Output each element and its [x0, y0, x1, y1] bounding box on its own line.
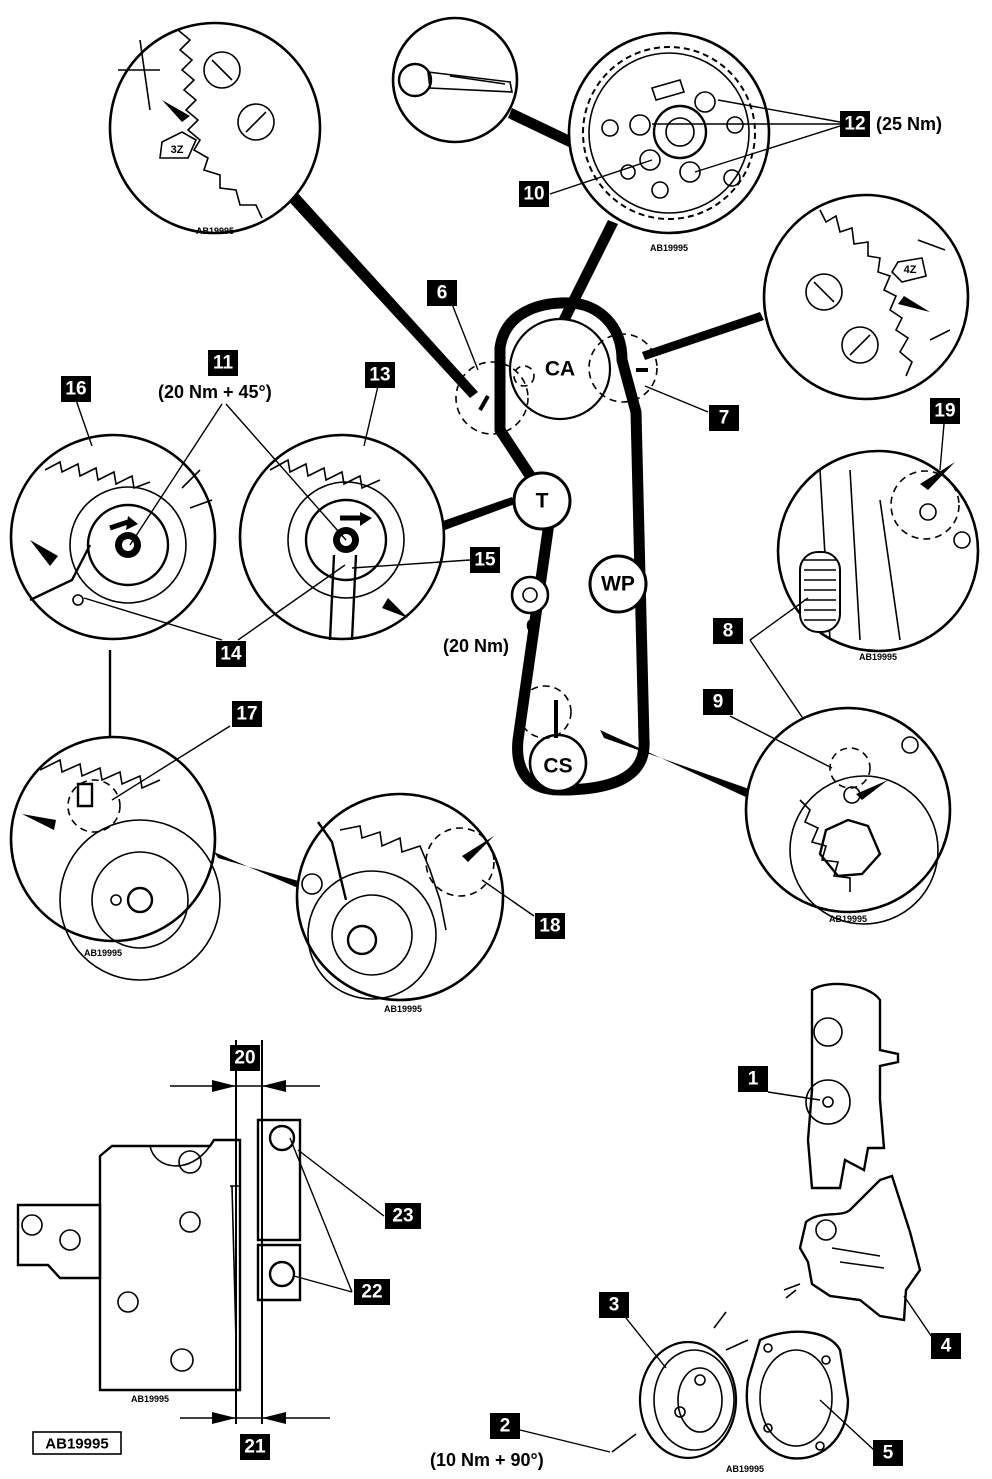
- detail-tensioner-16: [9, 433, 217, 641]
- callout-10: 10: [519, 159, 653, 207]
- svg-text:CA: CA: [545, 358, 575, 381]
- svg-text:1: 1: [748, 1069, 759, 1090]
- svg-text:14: 14: [220, 644, 242, 665]
- detail-crankshaft: [744, 706, 952, 925]
- svg-text:15: 15: [474, 550, 496, 571]
- guide-label: G: [526, 616, 540, 636]
- svg-text:4Z: 4Z: [904, 264, 917, 276]
- bracket-assembly: [16, 1040, 330, 1424]
- detail-4z: 4Z: [762, 193, 970, 401]
- callout-13: 13: [363, 362, 395, 447]
- detail-19: [776, 449, 980, 653]
- callout-18: 18: [481, 879, 565, 939]
- svg-text:6: 6: [437, 283, 448, 304]
- svg-text:AB19995: AB19995: [131, 1394, 169, 1404]
- svg-text:AB19995: AB19995: [84, 948, 122, 958]
- svg-text:AB19995: AB19995: [726, 1464, 764, 1474]
- svg-text:T: T: [536, 490, 549, 513]
- svg-text:21: 21: [244, 1437, 266, 1458]
- svg-text:WP: WP: [601, 573, 635, 596]
- svg-text:AB19995: AB19995: [196, 226, 234, 236]
- svg-text:23: 23: [392, 1206, 413, 1227]
- torque-item12: (25 Nm): [876, 114, 942, 134]
- callout-5: 5: [819, 1399, 903, 1466]
- svg-text:AB19995: AB19995: [829, 914, 867, 924]
- detail-17: [9, 735, 221, 981]
- svg-text:AB19995: AB19995: [859, 652, 897, 662]
- detail-locking-pin: [391, 16, 519, 144]
- svg-text:19: 19: [934, 401, 955, 422]
- svg-text:4: 4: [941, 1336, 952, 1357]
- callout-12: 12 (25 Nm): [652, 99, 942, 173]
- callout-3: 3: [599, 1292, 667, 1369]
- callout-15: 15: [351, 547, 500, 573]
- svg-text:22: 22: [361, 1282, 382, 1303]
- svg-text:18: 18: [539, 916, 560, 937]
- callout-7: 7: [644, 385, 739, 431]
- camshaft-pulley: CA: [455, 317, 658, 435]
- svg-text:AB19995: AB19995: [650, 243, 688, 253]
- callout-2: 2 (10 Nm + 90°): [430, 1413, 611, 1470]
- tensioner-pulley: T: [512, 471, 572, 531]
- svg-text:11: 11: [213, 353, 234, 374]
- callout-19: 19: [930, 398, 960, 471]
- torque-guide: (20 Nm): [443, 636, 509, 656]
- svg-text:9: 9: [713, 692, 724, 713]
- callout-22: 22: [289, 1137, 390, 1305]
- connector-tensioner-detail: [440, 497, 515, 530]
- callout-17: 17: [111, 701, 262, 801]
- connector-crank-detail: [600, 730, 752, 798]
- crankshaft-pulley-part: [611, 1311, 749, 1460]
- callout-14: 14: [83, 564, 346, 667]
- crankshaft-pulley: CS: [518, 685, 588, 793]
- callout-20: 20: [230, 1045, 260, 1071]
- tooth-mark-3z: 3Z: [159, 131, 198, 159]
- water-pump-pulley: WP: [588, 554, 648, 614]
- torque-item2: (10 Nm + 90°): [430, 1450, 544, 1470]
- connector-17-18: [214, 852, 302, 888]
- callout-1: 1: [738, 1066, 821, 1101]
- callout-9: 9: [703, 689, 833, 769]
- svg-text:12: 12: [844, 114, 865, 135]
- timing-cover-plate: [745, 1330, 850, 1460]
- torque-item11: (20 Nm + 45°): [158, 382, 272, 402]
- svg-text:5: 5: [883, 1443, 894, 1464]
- svg-text:3: 3: [609, 1295, 620, 1316]
- callout-21: 21: [240, 1434, 270, 1460]
- upper-timing-cover: [805, 982, 900, 1190]
- detail-3z: 3Z AB19995: [108, 21, 322, 236]
- svg-text:2: 2: [500, 1416, 511, 1437]
- detail-camshaft-sprocket: [567, 31, 771, 235]
- callout-11: 11 (20 Nm + 45°): [129, 350, 347, 546]
- figure-code-box: AB19995: [32, 1431, 122, 1455]
- svg-text:3Z: 3Z: [171, 144, 184, 156]
- detail-tensioner-13: [238, 433, 446, 641]
- svg-text:CS: CS: [543, 755, 572, 778]
- callout-16: 16: [61, 376, 93, 447]
- svg-text:10: 10: [523, 184, 544, 205]
- svg-text:13: 13: [369, 365, 390, 386]
- detail-18: [295, 792, 505, 1002]
- svg-text:AB19995: AB19995: [45, 1436, 108, 1453]
- connector-3z-detail: [283, 190, 478, 398]
- svg-text:17: 17: [236, 704, 257, 725]
- svg-text:7: 7: [719, 408, 730, 429]
- callout-23: 23: [297, 1149, 421, 1229]
- svg-text:20: 20: [234, 1048, 255, 1069]
- lower-timing-cover: [783, 1174, 922, 1322]
- tooth-mark-4z: 4Z: [890, 257, 927, 283]
- guide-roller: G (20 Nm): [443, 575, 550, 656]
- svg-text:16: 16: [65, 379, 86, 400]
- connector-4z-detail: [642, 312, 764, 360]
- svg-text:8: 8: [723, 621, 734, 642]
- svg-text:AB19995: AB19995: [384, 1004, 422, 1014]
- callout-4: 4: [903, 1295, 961, 1359]
- callout-6: 6: [427, 280, 479, 371]
